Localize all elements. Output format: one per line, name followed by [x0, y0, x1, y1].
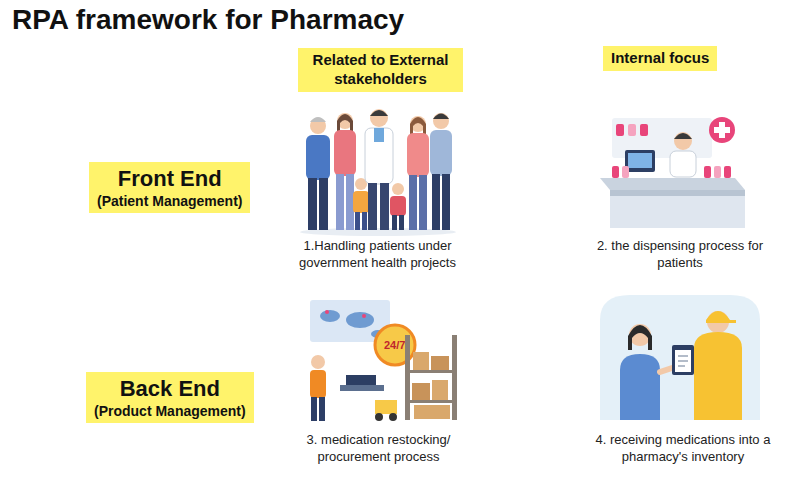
warehouse-illustration	[310, 300, 457, 421]
header-text: Internal focus	[611, 49, 709, 68]
receiving-illustration	[600, 295, 760, 420]
pharmacy-illustration	[600, 117, 745, 228]
people-illustration	[300, 109, 456, 236]
header-text: Related to External stakeholders	[306, 51, 455, 89]
subheader-text: (Patient Management)	[97, 193, 242, 211]
column-header: Related to External stakeholders	[298, 48, 463, 92]
header-text: Back End	[94, 375, 246, 403]
header-text: Front End	[97, 165, 242, 193]
caption-text: 1.Handling patients under government hea…	[285, 238, 470, 272]
row-header: Back End(Product Management)	[86, 372, 254, 423]
clock-text: 24/7	[384, 338, 405, 352]
caption-text: 2. the dispensing process for patients	[595, 238, 765, 272]
column-header: Internal focus	[603, 46, 717, 71]
title: RPA framework for Pharmacy	[12, 4, 404, 36]
row-header: Front End(Patient Management)	[89, 162, 250, 213]
subheader-text: (Product Management)	[94, 403, 246, 421]
caption-text: 3. medication restocking/ procurement pr…	[286, 432, 471, 466]
caption-text: 4. receiving medications into a pharmacy…	[593, 432, 773, 466]
